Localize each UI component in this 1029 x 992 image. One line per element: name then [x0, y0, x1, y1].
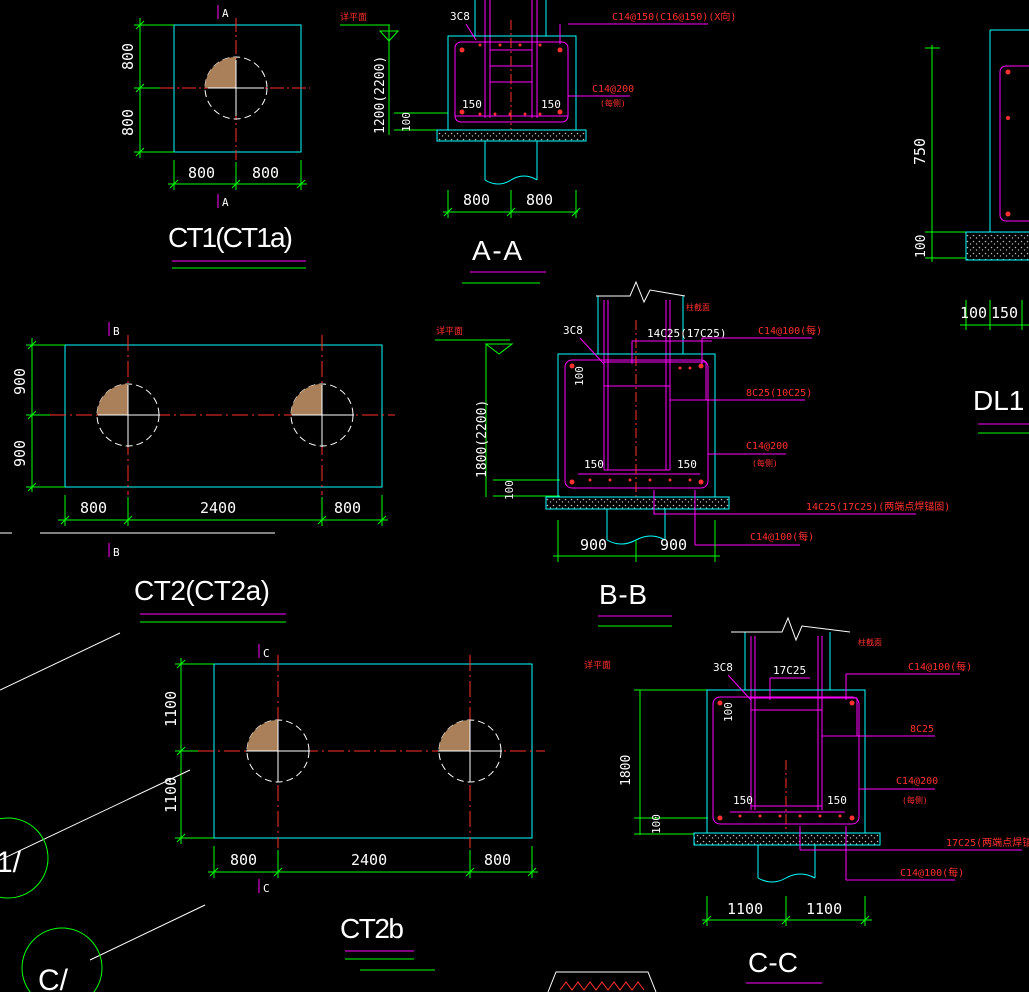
bb-dim-right: 900: [660, 536, 687, 554]
grid-bubbles: 1/ C/: [0, 632, 657, 992]
cc-rebar-bottom-main: 17C25(两端点焊锚固): [946, 836, 1029, 849]
cc-depth: 1800: [619, 755, 634, 786]
bb-rebar-top-main: 14C25(17C25): [647, 327, 726, 340]
aa-dim-left: 800: [463, 191, 490, 209]
dl1-dim-w1: 100: [960, 304, 987, 322]
aa-rebar-side-note: (每侧): [600, 98, 626, 108]
cc-top-cover: 100: [722, 702, 735, 722]
dl1-bed: 100: [914, 235, 929, 258]
cc-title: C-C: [748, 947, 798, 978]
ct2-pile-right: [291, 384, 322, 415]
aa-cover-left: 150: [462, 98, 482, 111]
dl1-dim-w2: 150: [991, 304, 1018, 322]
bb-title: B-B: [599, 579, 647, 610]
ct2-dim-v-bottom: 900: [11, 440, 29, 467]
cc-rebar-side-note: (每侧): [902, 795, 928, 805]
dl1-title: DL1: [973, 385, 1024, 416]
grid-bubble-2: C/: [38, 964, 69, 992]
ct1-plan: A A 800 800 800 800 CT1(CT1a): [119, 5, 310, 269]
ct1-dim-v-top: 800: [119, 43, 137, 70]
cc-bed: 100: [650, 814, 663, 834]
aa-dim-right: 800: [526, 191, 553, 209]
aa-rebar-top: C14@150(C16@150)(X向): [612, 10, 736, 23]
ct2-pile-left: [97, 384, 128, 415]
cc-cover-left: 150: [733, 794, 753, 807]
ct2b-pile-left: [247, 720, 278, 751]
ct2-dim-h-right: 800: [334, 499, 361, 517]
ct2b-dim-h-left: 800: [230, 851, 257, 869]
bb-level-label: 详平面: [436, 325, 463, 337]
cc-cover-right: 150: [827, 794, 847, 807]
ct2b-dim-v-bottom: 1100: [162, 777, 180, 813]
bb-rebar-top-dist: C14@100(每): [758, 324, 822, 337]
ct2-section-mark-top: B: [113, 325, 120, 338]
bb-cover-left: 150: [584, 458, 604, 471]
bb-rebar-side: C14@200: [746, 441, 788, 452]
cc-dim-left: 1100: [727, 900, 763, 918]
ct2b-title: CT2b: [340, 913, 404, 944]
bb-rebar-mid: 8C25(10C25): [746, 388, 812, 399]
cc-col-label: 柱截面: [858, 637, 882, 647]
ct2b-plan: C C 1100 1100 800 2400 800 CT2b: [162, 644, 545, 971]
ct2b-dim-h-mid: 2400: [351, 851, 387, 869]
ct2-dim-h-left: 800: [80, 499, 107, 517]
section-cc: 详平面 柱截面 3C8 17C25: [584, 616, 1029, 984]
ct2b-section-mark-top: C: [263, 647, 270, 660]
ct2-section-mark-bottom: B: [113, 546, 120, 559]
cc-rebar-stirrup: 3C8: [713, 661, 733, 674]
bb-col-label: 柱截面: [686, 302, 710, 312]
cc-dim-right: 1100: [806, 900, 842, 918]
ct1-section-mark-bottom: A: [222, 196, 229, 209]
ct2b-section-mark-bottom: C: [263, 882, 270, 895]
aa-title: A-A: [472, 235, 522, 266]
dl1-section: 750 100 100 150 DL1: [911, 29, 1029, 434]
aa-depth: 1200(2200): [373, 56, 388, 134]
bb-rebar-side-note: (每侧): [752, 458, 778, 468]
bb-rebar-bottom-main: 14C25(17C25)(两端点焊锚固): [806, 500, 950, 513]
ct2-plan: B B 900 900 800 2400 800 CT2(CT2a): [0, 322, 395, 623]
ct2-dim-h-mid: 2400: [200, 499, 236, 517]
aa-rebar-side: C14@200: [592, 84, 634, 95]
section-aa: 详平面 3C8 C14@150(C16@150)(X向): [340, 0, 736, 284]
aa-cover-right: 150: [541, 98, 561, 111]
aa-rebar-stirrup: 3C8: [450, 10, 470, 23]
ct1-section-mark-top: A: [222, 7, 229, 20]
ct1-pile: [205, 57, 236, 88]
bb-bed: 100: [503, 480, 516, 500]
cc-level-label: 详平面: [584, 659, 611, 671]
ct1-dim-v-bottom: 800: [119, 109, 137, 136]
cc-rebar-mid: 8C25: [910, 724, 934, 735]
cc-rebar-bottom-dist: C14@100(每): [900, 866, 964, 879]
ct1-title: CT1(CT1a): [168, 222, 293, 253]
grid-bubble-1: 1/: [0, 846, 22, 879]
bb-rebar-bottom-dist: C14@100(每): [750, 530, 814, 543]
cc-rebar-top-main: 17C25: [773, 664, 806, 677]
aa-level-label: 详平面: [340, 11, 367, 23]
ct1-dim-h-left: 800: [188, 164, 215, 182]
bb-rebar-stirrup: 3C8: [563, 324, 583, 337]
cc-rebar-side: C14@200: [896, 776, 938, 787]
aa-bed: 100: [400, 112, 413, 132]
ct1-dim-h-right: 800: [252, 164, 279, 182]
bb-dim-left: 900: [580, 536, 607, 554]
bb-depth: 1800(2200): [475, 400, 490, 478]
ct2b-pile-right: [439, 720, 470, 751]
dl1-dim-height: 750: [911, 138, 929, 165]
section-bb: 详平面 柱截面 3C8 14C25(17C25): [435, 280, 950, 627]
ct2-title: CT2(CT2a): [134, 575, 270, 606]
ct2-dim-v-top: 900: [11, 368, 29, 395]
ct2b-dim-v-top: 1100: [162, 691, 180, 727]
ct2b-dim-h-right: 800: [484, 851, 511, 869]
bb-top-cover: 100: [573, 366, 586, 386]
cc-rebar-top-dist: C14@100(每): [908, 660, 972, 673]
bb-cover-right: 150: [677, 458, 697, 471]
